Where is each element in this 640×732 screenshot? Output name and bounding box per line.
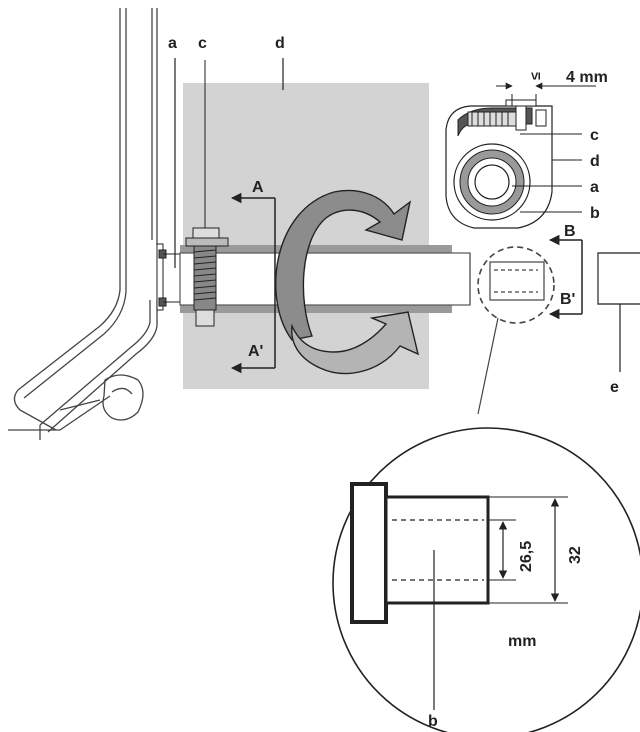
label-a: a — [168, 35, 177, 52]
inset-label-a: a — [590, 179, 599, 196]
appliance-housing — [8, 8, 158, 440]
clamp-bolt-c — [185, 60, 229, 327]
detail-callout-circle — [477, 246, 555, 324]
dim-inner-label: 26,5 — [518, 541, 535, 572]
unit-label: mm — [508, 633, 536, 650]
label-e: e — [610, 379, 619, 396]
label-d: d — [275, 35, 285, 52]
pipe-end-b — [489, 261, 545, 301]
dim-outer-label: 32 — [567, 546, 584, 564]
enlarged-detail — [332, 427, 640, 732]
label-section-b: B — [564, 223, 576, 240]
section-line-b — [548, 234, 583, 320]
label-section-a-prime: A' — [248, 343, 263, 360]
label-section-a: A — [252, 179, 264, 196]
inset-label-c: c — [590, 127, 599, 144]
gap-symbol: ≤ — [527, 72, 543, 80]
label-c: c — [198, 35, 207, 52]
gap-value: 4 mm — [566, 69, 608, 86]
inset-label-b: b — [590, 205, 600, 222]
wall-end-e — [597, 252, 640, 372]
label-section-b-prime: B' — [560, 291, 575, 308]
flue-pipe-a — [179, 245, 471, 313]
detail-label-b: b — [428, 713, 438, 730]
inset-label-d: d — [590, 153, 600, 170]
detail-connector — [477, 317, 499, 415]
cross-section-inset — [445, 82, 596, 229]
rotation-arrow — [275, 189, 420, 375]
